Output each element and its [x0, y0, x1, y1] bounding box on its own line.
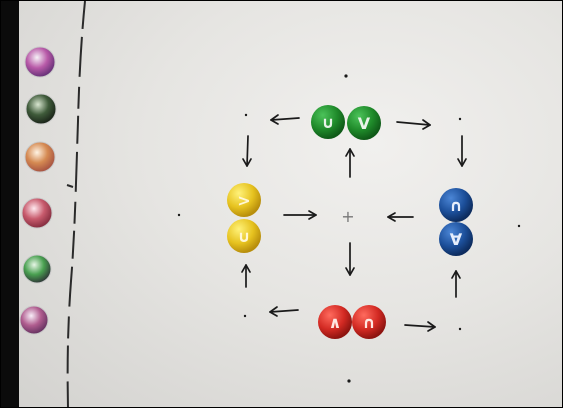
green-magnet-1: [311, 105, 345, 139]
side-magnet-3: [24, 141, 56, 173]
arrow-bottom-left: [269, 309, 299, 313]
side-magnets: [19, 46, 57, 335]
dot-left: [177, 213, 181, 217]
red-magnet-2-glyph: ∩: [363, 313, 376, 332]
blue-magnet-2: [439, 222, 473, 256]
dot-upper-left: [244, 113, 248, 117]
yellow-magnet-1-glyph: >: [237, 191, 250, 210]
magnet-group-right-blue: ∩ ∀: [439, 188, 473, 256]
dot-lower-left: [243, 314, 247, 318]
side-magnet-2: [25, 93, 57, 125]
red-magnet-1-glyph: ∧: [329, 313, 342, 332]
hand-drawn-divider-line: [66, 1, 86, 407]
arrows: [241, 114, 467, 332]
red-magnet-2: [352, 305, 386, 339]
side-magnet-1: [24, 46, 56, 78]
dot-bottom: [347, 379, 351, 383]
side-magnet-4: [21, 197, 53, 229]
arrow-top-left: [270, 117, 300, 121]
arrow-top-right: [396, 121, 431, 126]
center-plus-mark: +: [341, 207, 354, 226]
arrow-bottom-right: [404, 324, 436, 328]
dot-top: [344, 74, 348, 78]
magnet-group-top-green: ∪ V: [311, 105, 381, 140]
red-magnet-1: [318, 305, 352, 339]
dark-left-edge: [1, 1, 19, 407]
blue-magnet-1-glyph: ∩: [450, 196, 463, 215]
yellow-magnet-2: [227, 219, 261, 253]
green-magnet-2: [347, 106, 381, 140]
side-magnet-5: [22, 254, 52, 284]
yellow-magnet-1: [227, 183, 261, 217]
green-magnet-2-glyph: V: [358, 114, 371, 133]
side-magnet-6: [19, 305, 49, 335]
dot-lower-right: [458, 327, 462, 331]
blue-magnet-2-glyph: ∀: [450, 230, 463, 249]
dot-upper-right: [458, 117, 462, 121]
magnet-group-bottom-red: ∧ ∩: [318, 305, 386, 339]
blue-magnet-1: [439, 188, 473, 222]
arrow-left-down: [246, 135, 249, 167]
yellow-magnet-2-glyph: ∪: [238, 227, 251, 246]
magnet-group-left-yellow: > ∪: [227, 183, 261, 253]
dot-right: [517, 224, 521, 228]
green-magnet-1-glyph: ∪: [322, 113, 335, 132]
board-dots: [177, 74, 521, 383]
divider-tick-mark: [66, 184, 74, 188]
